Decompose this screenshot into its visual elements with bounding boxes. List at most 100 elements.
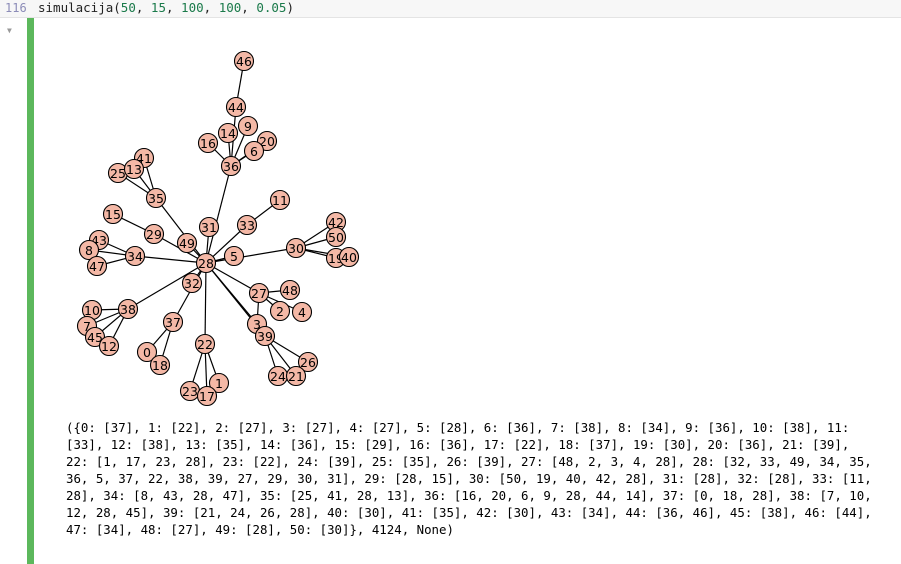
graph-edge-30-28 [205,247,297,264]
graph-node-label: 16 [200,136,216,151]
graph-node-label: 29 [146,227,162,242]
graph-node-0: 0 [136,341,158,363]
graph-node-label: 8 [85,243,93,258]
graph-node-label: 24 [270,369,286,384]
code-line[interactable]: simulacija(50, 15, 100, 100, 0.05) [38,0,294,15]
arg-1: 50 [120,0,136,15]
graph-node-11: 11 [269,189,291,211]
arg-3: 100 [181,0,204,15]
graph-edge-34-28 [134,255,207,264]
graph-node-label: 37 [165,315,181,330]
graph-node-label: 11 [272,193,288,208]
graph-node-label: 1 [215,376,223,391]
graph-node-label: 35 [148,191,164,206]
graph-node-label: 45 [87,330,103,345]
graph-node-35: 35 [145,187,167,209]
graph-node-label: 12 [101,339,117,354]
graph-node-21: 21 [285,365,307,387]
graph-node-label: 10 [84,303,100,318]
graph-node-31: 31 [198,216,220,238]
graph-node-24: 24 [267,365,289,387]
graph-node-label: 3 [253,317,261,332]
graph-node-29: 29 [143,223,165,245]
graph-node-17: 17 [196,385,218,407]
graph-node-label: 28 [198,256,214,271]
graph-node-26: 26 [297,351,319,373]
output-result-text: ({0: [37], 1: [22], 2: [27], 3: [27], 4:… [66,419,901,538]
graph-node-label: 9 [244,119,252,134]
graph-node-40: 40 [338,246,360,268]
graph-node-37: 37 [162,311,184,333]
output-line: ({0: [37], 1: [22], 2: [27], 3: [27], 4:… [66,420,850,435]
graph-node-label: 44 [228,100,244,115]
graph-node-label: 40 [341,250,357,265]
graph-edge-27-28 [205,262,260,294]
graph-node-label: 42 [328,215,344,230]
graph-node-28: 28 [195,252,217,274]
graph-node-label: 15 [105,207,121,222]
graph-node-label: 33 [239,218,255,233]
graph-node-label: 22 [197,337,213,352]
output-line: 36, 5, 37, 22, 38, 39, 27, 29, 30, 31], … [66,471,872,486]
graph-node-13: 13 [123,158,145,180]
graph-node-label: 50 [328,230,344,245]
graph-node-label: 39 [257,329,273,344]
graph-node-38: 38 [117,298,139,320]
graph-node-32: 32 [181,272,203,294]
graph-node-label: 14 [220,126,236,141]
graph-edge-38-28 [127,262,207,310]
graph-node-label: 0 [143,345,151,360]
graph-node-label: 4 [298,305,306,320]
graph-node-10: 10 [81,299,103,321]
graph-node-48: 48 [279,279,301,301]
graph-node-23: 23 [179,380,201,402]
graph-node-9: 9 [237,115,259,137]
graph-node-36: 36 [220,155,242,177]
output-line: 12, 28, 45], 39: [21, 24, 26, 28], 40: [… [66,505,872,520]
code-input-row[interactable]: 116 simulacija(50, 15, 100, 100, 0.05) [0,0,901,18]
arg-5: 0.05 [256,0,287,15]
graph-node-label: 13 [126,162,142,177]
arg-4: 100 [218,0,242,15]
graph-edge-35-28 [155,197,207,264]
graph-node-5: 5 [223,245,245,267]
graph-node-50: 50 [325,226,347,248]
close-paren: ) [286,0,294,15]
graph-node-label: 7 [83,319,91,334]
graph-node-label: 26 [300,355,316,370]
graph-edge-22-28 [204,262,207,345]
graph-node-47: 47 [86,255,108,277]
graph-node-2: 2 [269,300,291,322]
graph-node-8: 8 [78,239,100,261]
graph-node-1: 1 [208,372,230,394]
graph-node-6: 6 [243,140,265,162]
graph-node-label: 34 [127,249,143,264]
graph-node-label: 18 [152,358,168,373]
line-number: 116 [5,1,27,15]
output-cell-bar[interactable] [27,18,34,564]
collapse-output-icon[interactable]: ▼ [7,26,12,35]
function-call: simulacija( [38,0,121,15]
graph-node-label: 21 [288,369,304,384]
graph-node-22: 22 [194,333,216,355]
graph-node-label: 27 [251,286,267,301]
graph-node-label: 20 [259,134,275,149]
graph-node-27: 27 [248,282,270,304]
graph-node-44: 44 [225,96,247,118]
graph-node-label: 32 [184,276,200,291]
graph-node-49: 49 [176,232,198,254]
graph-node-4: 4 [291,301,313,323]
graph-node-label: 36 [223,159,239,174]
graph-node-12: 12 [98,335,120,357]
graph-node-label: 6 [250,144,258,159]
graph-node-18: 18 [149,354,171,376]
graph-node-label: 2 [276,304,284,319]
graph-node-label: 49 [179,236,195,251]
graph-node-34: 34 [124,245,146,267]
graph-edge-36-28 [205,165,232,264]
graph-node-42: 42 [325,211,347,233]
output-line: 28], 34: [8, 43, 28, 47], 35: [25, 41, 2… [66,488,872,503]
